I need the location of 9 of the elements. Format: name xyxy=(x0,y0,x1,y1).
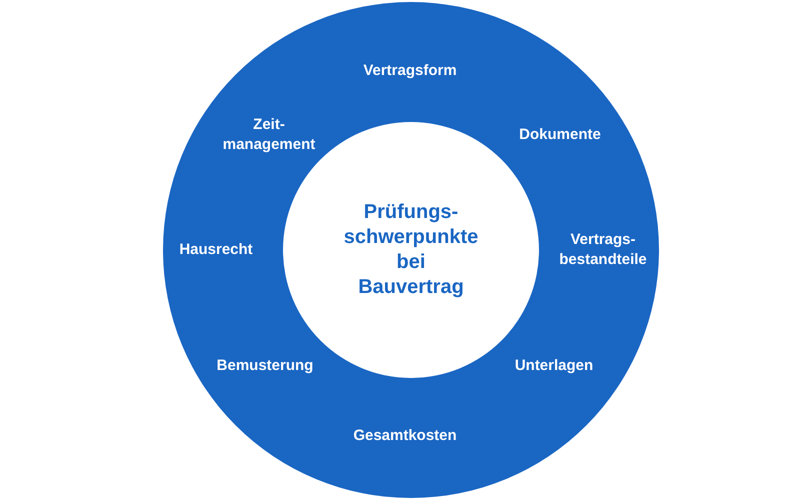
ring-label: Zeit- management xyxy=(222,115,316,155)
center-title: Prüfungs- schwerpunkte bei Bauvertrag xyxy=(342,200,480,300)
ring-label: Hausrecht xyxy=(179,240,253,260)
ring-label: Vertragsform xyxy=(363,61,457,81)
ring-label: Bemusterung xyxy=(216,356,314,376)
ring-label: Gesamtkosten xyxy=(353,426,457,446)
ring-label: Unterlagen xyxy=(514,356,594,376)
ring-label: Vertrags- bestandteile xyxy=(558,230,648,270)
ring-label: Dokumente xyxy=(519,125,601,145)
